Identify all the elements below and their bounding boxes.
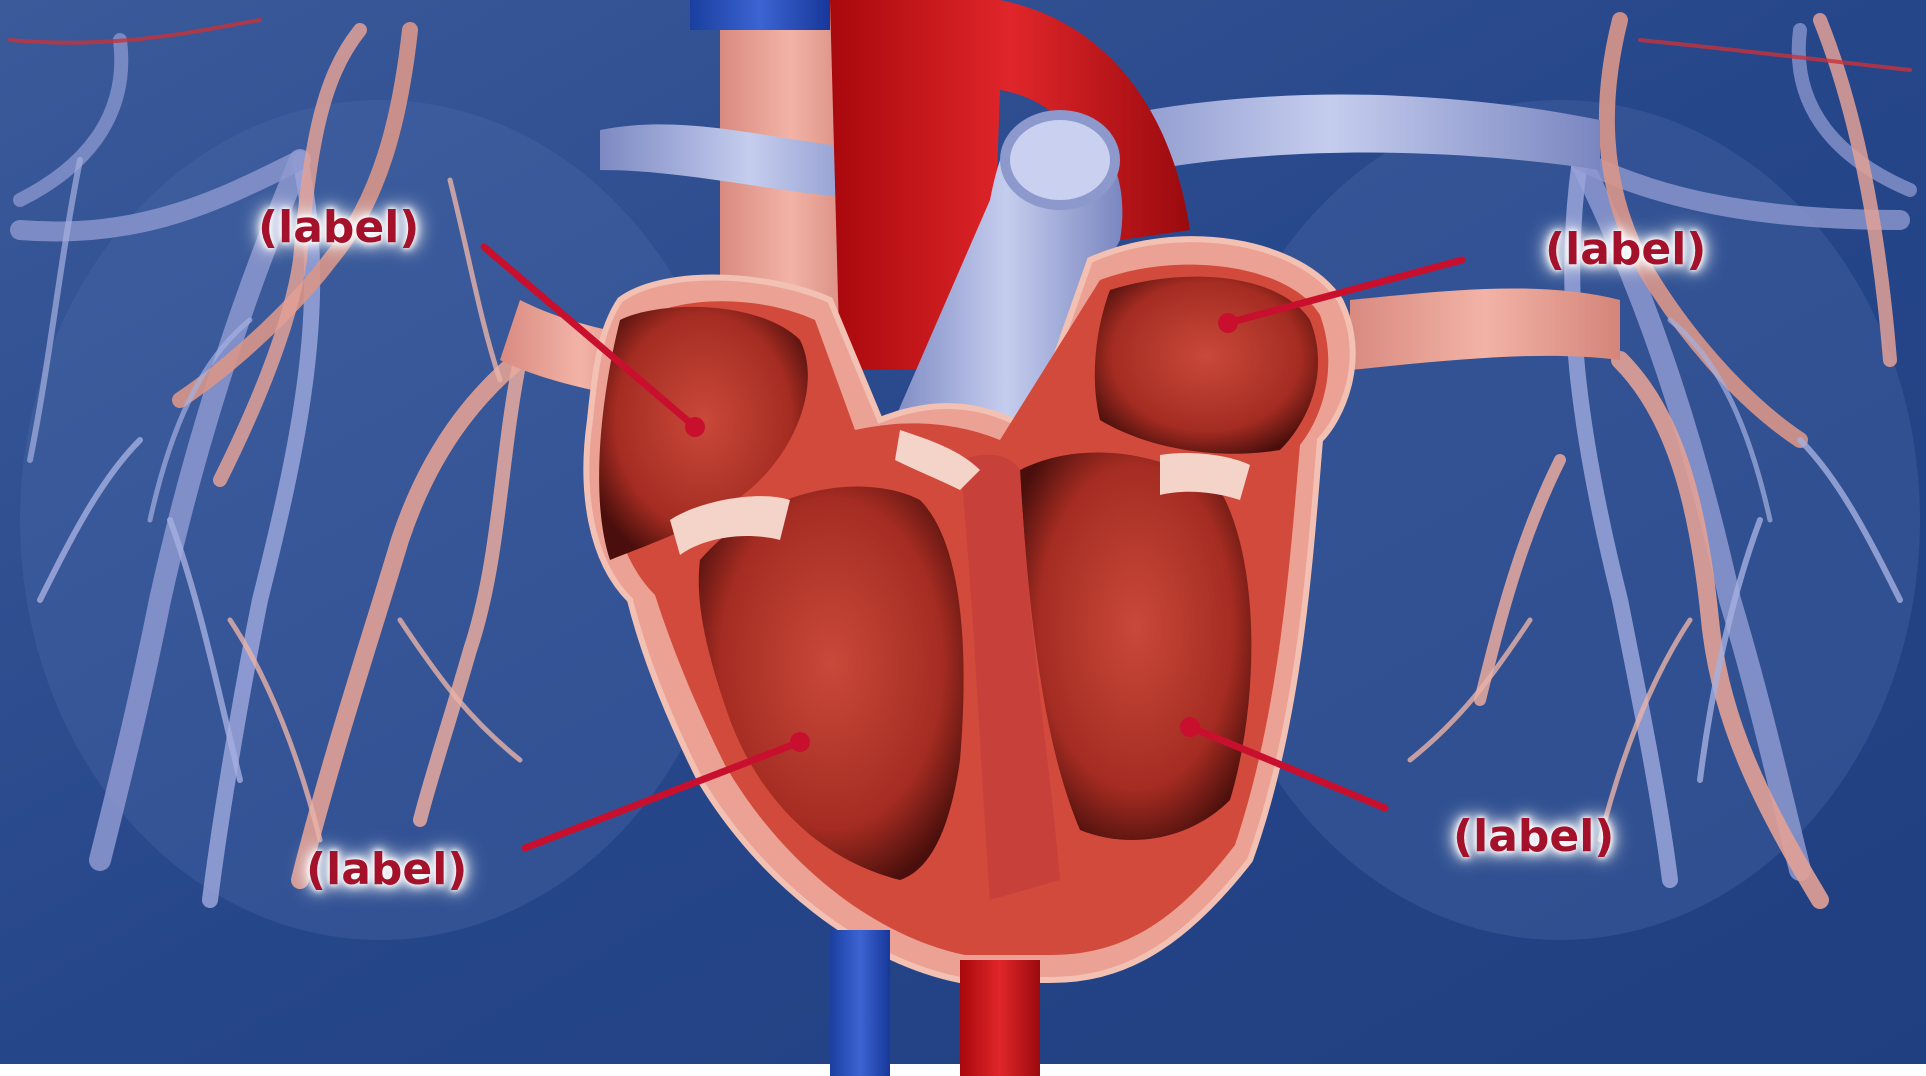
leader-dot-top-left (685, 417, 705, 437)
leader-dot-bottom-right (1180, 717, 1200, 737)
descending-aorta (960, 960, 1040, 1076)
inferior-vena-cava (830, 930, 890, 1076)
label-top-left: (label) (258, 206, 419, 250)
leader-dot-bottom-left (790, 732, 810, 752)
left-atrium (1095, 277, 1318, 454)
leader-dot-top-right (1218, 313, 1238, 333)
label-bottom-right: (label) (1453, 815, 1614, 859)
label-top-right: (label) (1545, 228, 1706, 272)
label-bottom-left: (label) (306, 848, 467, 892)
